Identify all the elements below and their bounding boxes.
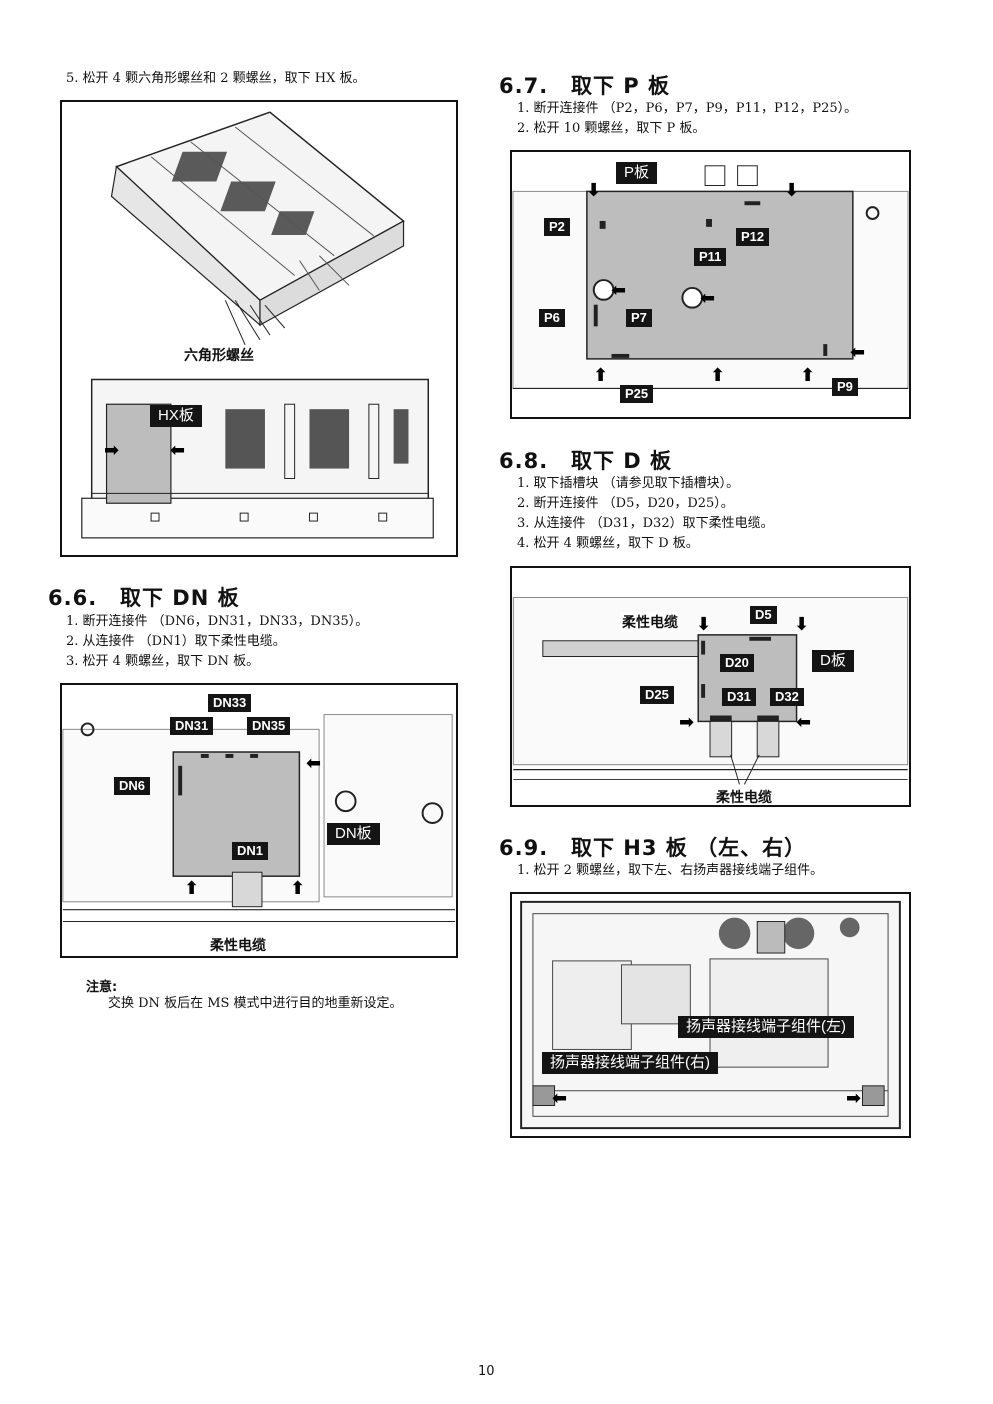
- p-heading: 6.7. 取下 P 板: [499, 70, 670, 100]
- dn1-label: DN1: [232, 842, 269, 860]
- hx-board-label: HX板: [150, 405, 202, 427]
- d-board-figure: 柔性电缆 D5 D20 D板 D25 D31 D32 柔性电缆 ⬇ ⬇ ➡ ⬅: [510, 566, 911, 807]
- arrow-left-icon: ⬅: [796, 712, 812, 733]
- p9-label: P9: [832, 378, 858, 396]
- d31-label: D31: [722, 688, 756, 706]
- dn-heading: 6.6. 取下 DN 板: [48, 582, 240, 612]
- dn35-label: DN35: [247, 717, 291, 735]
- h3-board-figure: 扬声器接线端子组件(左) 扬声器接线端子组件(右) ⬅ ➡: [510, 892, 911, 1138]
- arrow-right-icon: ➡: [104, 440, 120, 461]
- p12-label: P12: [736, 228, 770, 246]
- speaker-terminal-right-label: 扬声器接线端子组件(右): [542, 1052, 718, 1074]
- dn31-label: DN31: [170, 717, 214, 735]
- p-board-drawing: [512, 165, 909, 390]
- arrow-up-icon: ⬆: [290, 878, 306, 899]
- hx-chassis-drawing: [81, 111, 434, 539]
- arrow-down-icon: ⬇: [696, 614, 712, 635]
- h3-heading-number: 6.9.: [499, 836, 549, 860]
- arrow-up-icon: ⬆: [710, 365, 726, 386]
- dn33-label: DN33: [208, 694, 252, 712]
- arrow-right-icon: ➡: [846, 1088, 862, 1109]
- p-board-label: P板: [616, 162, 658, 184]
- p-step-2: 2. 松开 10 颗螺丝，取下 P 板。: [517, 121, 706, 136]
- arrow-right-icon: ➡: [679, 712, 695, 733]
- p-board-figure: P板 P2 P12 P11 P6 P7 P25 P9 ⬇ ⬇ ⬅ ⬅ ⬅ ⬆ ⬆…: [510, 150, 911, 419]
- dn-step-1: 1. 断开连接件 （DN6，DN31，DN33，DN35）。: [66, 614, 369, 629]
- h3-heading-title: 取下 H3 板 （左、右）: [571, 836, 807, 860]
- d-heading: 6.8. 取下 D 板: [499, 445, 672, 475]
- h3-step-1: 1. 松开 2 颗螺丝，取下左、右扬声器接线端子组件。: [517, 863, 824, 878]
- arrow-down-icon: ⬇: [784, 180, 800, 201]
- arrow-down-icon: ⬇: [794, 614, 810, 635]
- d32-label: D32: [770, 688, 804, 706]
- hx-board-figure: 六角形螺丝 HX板 ➡ ⬅: [60, 100, 458, 557]
- h3-chassis-drawing: [520, 900, 901, 1130]
- d-heading-title: 取下 D 板: [571, 449, 673, 473]
- hex-screw-caption: 六角形螺丝: [182, 345, 256, 365]
- page-number: 10: [478, 1364, 495, 1379]
- p25-label: P25: [620, 385, 654, 403]
- speaker-terminal-left-label: 扬声器接线端子组件(左): [678, 1016, 854, 1038]
- dn6-label: DN6: [114, 777, 151, 795]
- p11-label: P11: [694, 248, 727, 266]
- arrow-left-icon: ⬅: [611, 280, 627, 301]
- dn-board-drawing: [62, 714, 456, 923]
- arrow-up-icon: ⬆: [593, 365, 609, 386]
- arrow-left-icon: ⬅: [850, 342, 866, 363]
- hx-step: 5. 松开 4 颗六角形螺丝和 2 颗螺丝，取下 HX 板。: [66, 71, 366, 86]
- dn-cable-caption: 柔性电缆: [208, 935, 268, 955]
- note-title: 注意:: [86, 980, 118, 995]
- d-step-1: 1. 取下插槽块 （请参见取下插槽块）。: [517, 476, 740, 491]
- note-body: 交换 DN 板后在 MS 模式中进行目的地重新设定。: [108, 996, 403, 1011]
- d-board-label: D板: [812, 650, 854, 672]
- dn-heading-number: 6.6.: [48, 586, 98, 610]
- p-heading-number: 6.7.: [499, 74, 549, 98]
- d5-label: D5: [750, 606, 777, 624]
- p6-label: P6: [539, 309, 565, 327]
- dn-board-figure: DN33 DN31 DN35 DN6 DN1 DN板 柔性电缆 ⬅ ⬆ ⬆: [60, 683, 458, 958]
- p-heading-title: 取下 P 板: [571, 74, 671, 98]
- dn-heading-title: 取下 DN 板: [120, 586, 240, 610]
- d-step-2: 2. 断开连接件 （D5，D20，D25）。: [517, 496, 734, 511]
- d20-label: D20: [720, 654, 754, 672]
- p2-label: P2: [544, 218, 570, 236]
- d-heading-number: 6.8.: [499, 449, 549, 473]
- d-step-3: 3. 从连接件 （D31，D32）取下柔性电缆。: [517, 516, 774, 531]
- dn-step-3: 3. 松开 4 颗螺丝，取下 DN 板。: [66, 654, 260, 669]
- dn-board-label: DN板: [327, 823, 380, 845]
- d-board-drawing: [512, 597, 909, 785]
- d-cable-caption-top: 柔性电缆: [620, 612, 680, 632]
- arrow-left-icon: ⬅: [552, 1088, 568, 1109]
- arrow-up-icon: ⬆: [800, 365, 816, 386]
- d-step-4: 4. 松开 4 颗螺丝，取下 D 板。: [517, 536, 699, 551]
- d-cable-caption-bottom: 柔性电缆: [714, 787, 774, 805]
- p7-label: P7: [626, 309, 652, 327]
- p-step-1: 1. 断开连接件 （P2，P6，P7，P9，P11，P12，P25）。: [517, 101, 858, 116]
- arrow-down-icon: ⬇: [586, 180, 602, 201]
- dn-step-2: 2. 从连接件 （DN1）取下柔性电缆。: [66, 634, 286, 649]
- d25-label: D25: [640, 686, 674, 704]
- arrow-left-icon: ⬅: [306, 753, 322, 774]
- arrow-left-icon: ⬅: [700, 288, 716, 309]
- h3-heading: 6.9. 取下 H3 板 （左、右）: [499, 832, 806, 862]
- arrow-up-icon: ⬆: [184, 878, 200, 899]
- arrow-left-icon: ⬅: [170, 440, 186, 461]
